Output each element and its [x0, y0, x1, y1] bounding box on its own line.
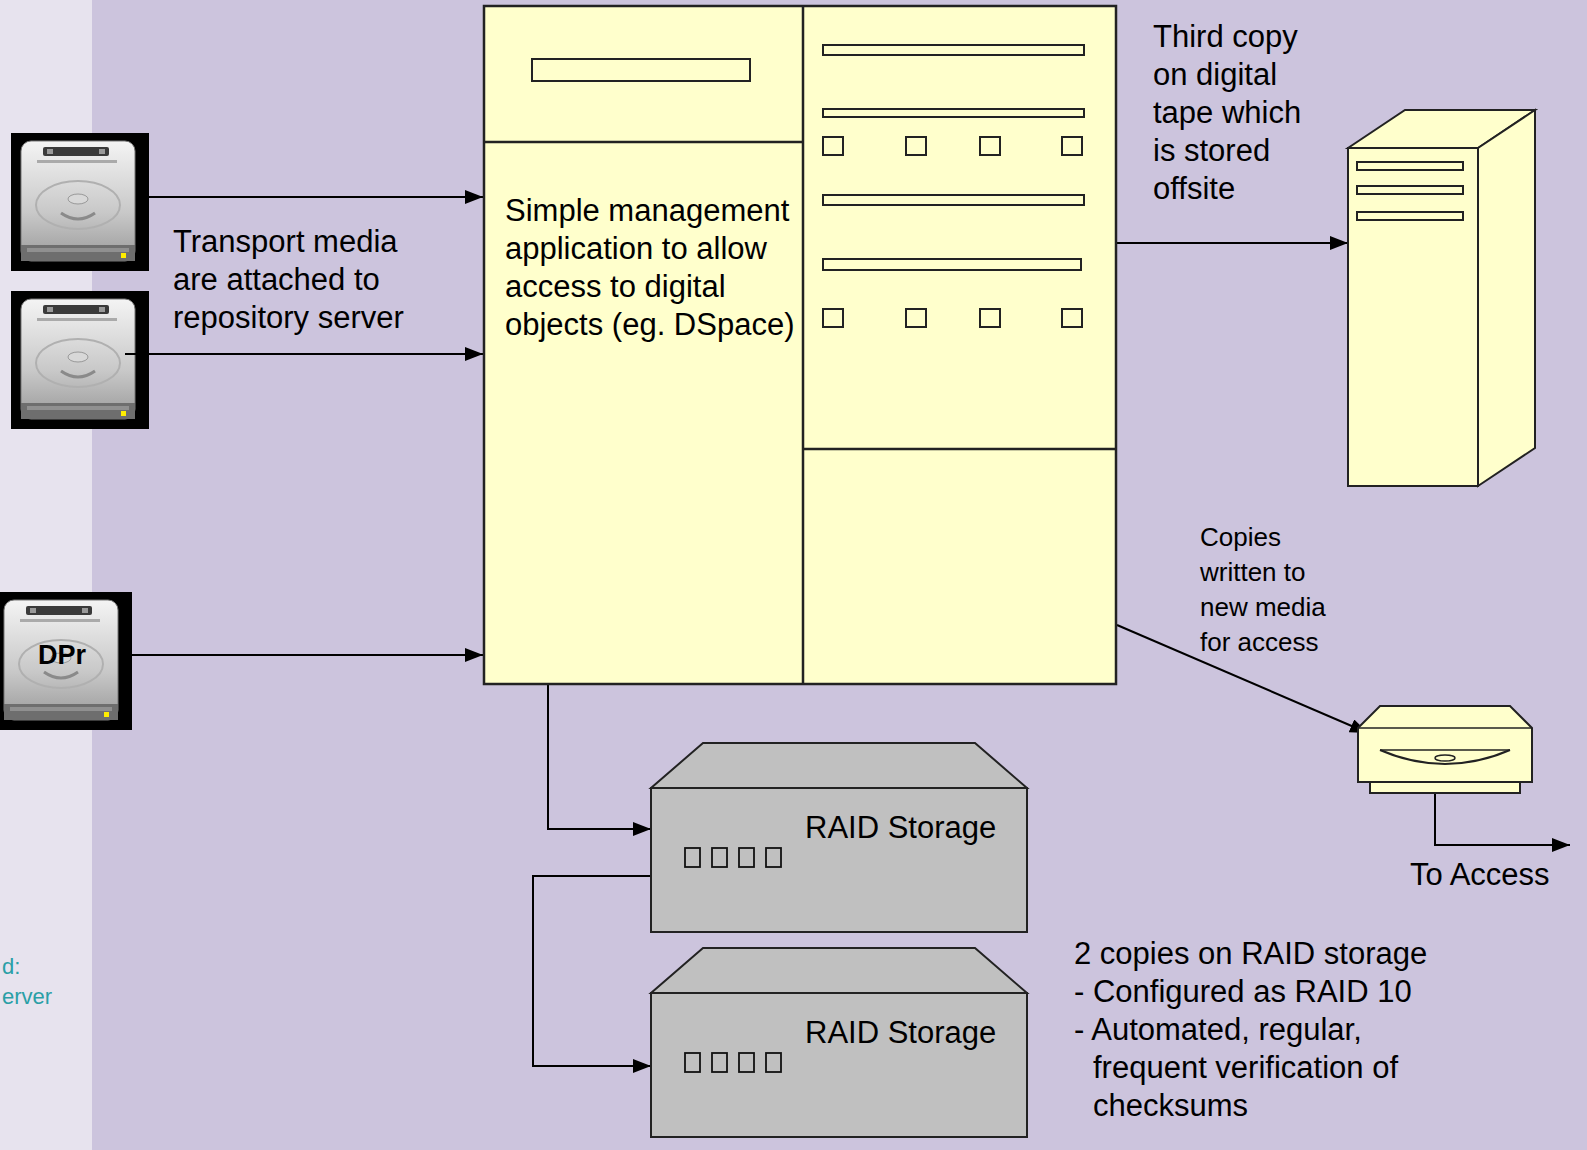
connector-arrow — [548, 685, 651, 829]
access-media-drive: Copies written to new media for access — [1358, 706, 1532, 794]
offsite-tape-tower: Third copy on digital tape which is stor… — [1348, 110, 1535, 486]
access-label: To Access — [1410, 856, 1550, 894]
access-arrow — [1435, 793, 1570, 845]
connector-arrow — [1117, 242, 1348, 244]
node-text: DPr — [0, 638, 124, 672]
raid-note: - Automated, regular, frequent verificat… — [1074, 1011, 1438, 1125]
connector-arrow — [132, 654, 483, 656]
node-outline — [483, 5, 1117, 685]
repository-server: Simple management application to allow a… — [483, 5, 1117, 685]
cut-off-note: erver — [2, 982, 52, 1012]
node-text: RAID Storage — [805, 1014, 996, 1052]
node-text: Copies written to new media for access — [1200, 520, 1345, 660]
raid-storage: RAID Storage — [651, 742, 1027, 932]
node-text: Simple management application to allow a… — [505, 192, 797, 344]
raid-storage: RAID Storage — [651, 947, 1027, 1137]
transport-note: Transport media are attached to reposito… — [173, 223, 423, 337]
transport-arrow — [149, 196, 483, 198]
node-text: Third copy on digital tape which is stor… — [1153, 18, 1313, 208]
cut-off-note: d: — [2, 952, 20, 982]
node-outline — [1358, 706, 1532, 794]
raid-note: - Configured as RAID 10 — [1074, 973, 1412, 1011]
raid-note: 2 copies on RAID storage — [1074, 935, 1427, 973]
node-text: RAID Storage — [805, 809, 996, 847]
hard-drive-icon — [11, 291, 149, 429]
hard-drive-icon — [11, 133, 149, 271]
node-outline — [1348, 110, 1535, 486]
dpr-drive: DPr — [0, 592, 132, 729]
connector-arrow — [533, 876, 651, 1066]
transport-arrow — [125, 353, 483, 355]
